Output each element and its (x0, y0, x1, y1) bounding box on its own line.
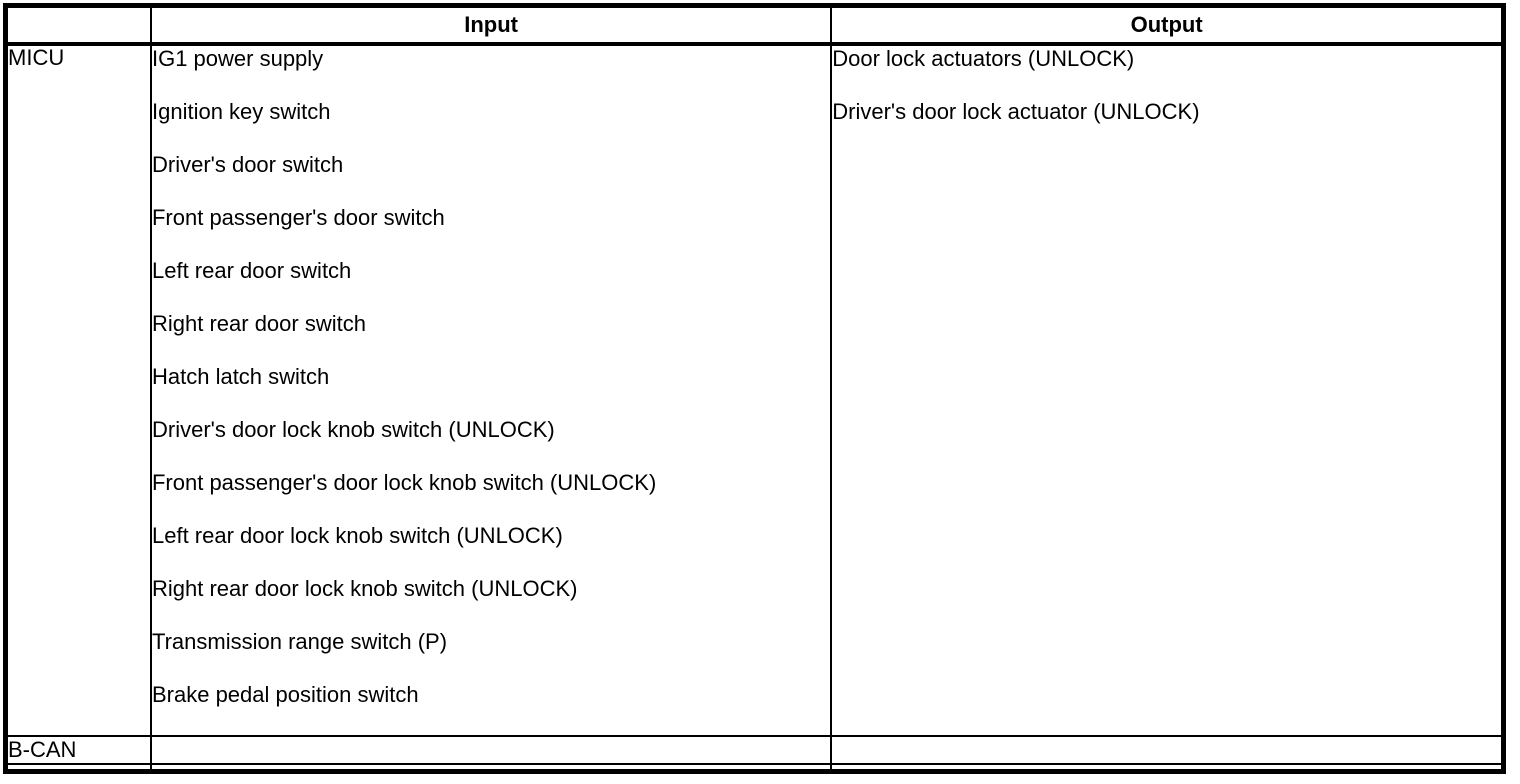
output-item: Door lock actuators (UNLOCK) (832, 46, 1135, 71)
input-item: Left rear door switch (151, 258, 352, 283)
input-item: Ignition key switch (151, 99, 331, 124)
header-cell-input: Input (149, 4, 833, 46)
table-row-bcan: B-CAN (4, 735, 1505, 765)
micu-row-label: MICU (4, 43, 152, 737)
spacer-cell-input (149, 763, 833, 773)
input-output-table: Input Output MICU IG1 power supply Ignit… (3, 3, 1506, 774)
bcan-row-label: B-CAN (4, 735, 152, 765)
bcan-output-cell (830, 735, 1505, 765)
input-item: Driver's door lock knob switch (UNLOCK) (151, 417, 555, 442)
header-cell-source (4, 4, 152, 46)
table-header-row: Input Output (4, 4, 1505, 46)
input-item: Left rear door lock knob switch (UNLOCK) (151, 523, 563, 548)
spacer-cell-source (4, 763, 152, 773)
bcan-input-cell (149, 735, 833, 765)
input-item: Hatch latch switch (151, 364, 330, 389)
micu-input-list: IG1 power supply Ignition key switch Dri… (149, 43, 833, 737)
output-item: Driver's door lock actuator (UNLOCK) (832, 99, 1200, 124)
input-item: Right rear door switch (151, 311, 366, 336)
header-cell-output: Output (830, 4, 1505, 46)
input-item: Transmission range switch (P) (151, 629, 448, 654)
spacer-cell-output (830, 763, 1505, 773)
micu-output-list: Door lock actuators (UNLOCK) Driver's do… (830, 43, 1505, 737)
input-item: IG1 power supply (151, 46, 324, 71)
table-row-micu: MICU IG1 power supply Ignition key switc… (4, 43, 1505, 737)
input-item: Front passenger's door switch (151, 205, 445, 230)
table-bottom-spacer-row (4, 763, 1505, 773)
input-item: Right rear door lock knob switch (UNLOCK… (151, 576, 578, 601)
input-item: Brake pedal position switch (151, 682, 419, 707)
input-item: Front passenger's door lock knob switch … (151, 470, 657, 495)
input-item: Driver's door switch (151, 152, 344, 177)
